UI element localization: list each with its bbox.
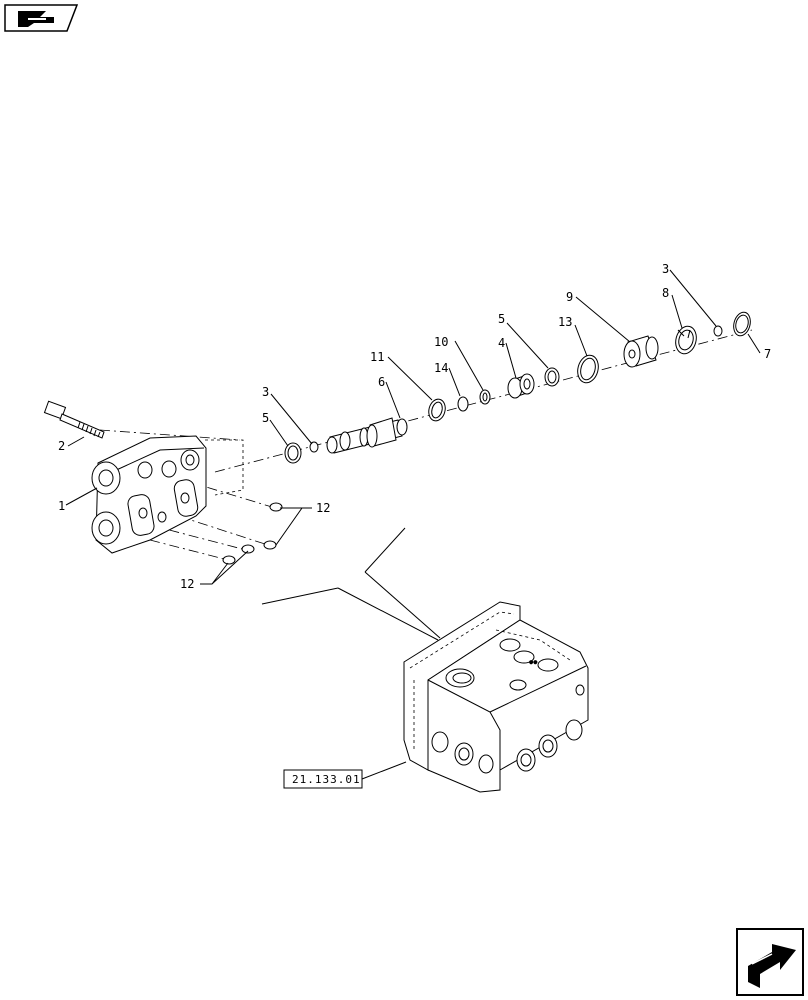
- callout-5-right: 5: [498, 312, 505, 326]
- oring-axis-line-3: [149, 524, 247, 551]
- callout-6: 6: [378, 375, 385, 389]
- callout-10: 10: [434, 335, 448, 349]
- callout-12-upper: 12: [316, 501, 330, 515]
- ring-7: [733, 311, 751, 337]
- ring-13: [577, 354, 599, 384]
- next-page-icon: [748, 944, 796, 988]
- callout-1: 1: [58, 499, 65, 513]
- valve-housing-assembly: ●●: [261, 527, 589, 793]
- callout-3-right: 3: [662, 262, 669, 276]
- ring-14: [457, 396, 469, 412]
- bolt-part: [43, 400, 105, 439]
- oring-axis-line-2: [159, 509, 269, 546]
- oring-axis-line-4: [149, 539, 229, 561]
- callout-4: 4: [498, 336, 505, 350]
- ring-11: [428, 398, 446, 422]
- ring-10: [479, 389, 491, 405]
- valve-body-part: [91, 435, 207, 554]
- callout-8: 8: [662, 286, 669, 300]
- reference-label: 21.133.01: [292, 773, 361, 786]
- callout-12-lower: 12: [180, 577, 194, 591]
- callout-13: 13: [558, 315, 572, 329]
- leader-lines: [65, 269, 761, 585]
- oring-group-12: [222, 502, 283, 565]
- seal-ring-5-right: [544, 367, 560, 387]
- small-ring-3-left: [309, 441, 319, 453]
- svg-text:●●: ●●: [529, 658, 538, 666]
- callout-7: 7: [764, 347, 771, 361]
- small-ring-3-right: [713, 325, 723, 337]
- callout-5-left: 5: [262, 411, 269, 425]
- next-page-button[interactable]: [736, 928, 804, 996]
- callout-3-left: 3: [262, 385, 269, 399]
- bolt-axis-line: [99, 429, 241, 441]
- spool-part: [326, 417, 408, 454]
- callout-14: 14: [434, 361, 448, 375]
- reference-link[interactable]: 21.133.01: [283, 761, 407, 789]
- previous-page-icon: [18, 11, 54, 27]
- callout-11: 11: [370, 350, 384, 364]
- bushing-4: [507, 373, 535, 399]
- assembly-axis-line: [214, 329, 753, 473]
- callout-9: 9: [566, 290, 573, 304]
- cap-9: [623, 335, 659, 368]
- snap-ring-8: [675, 325, 697, 355]
- previous-page-button[interactable]: [4, 4, 79, 32]
- hidden-outline: [205, 439, 244, 496]
- callout-2: 2: [58, 439, 65, 453]
